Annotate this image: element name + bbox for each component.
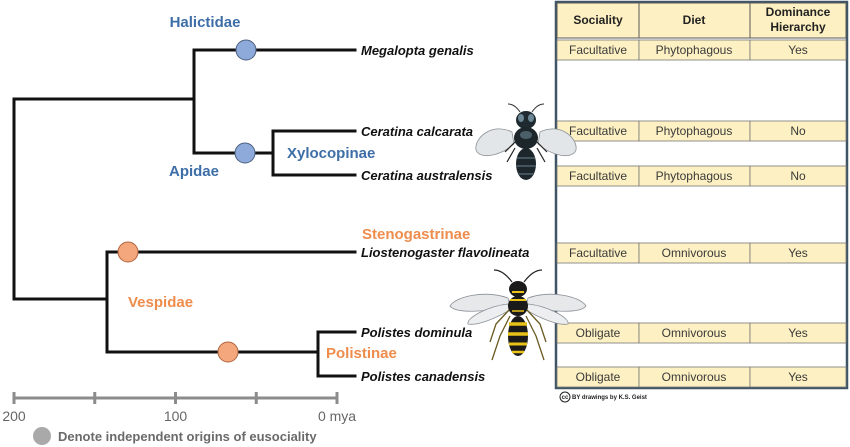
cell-sociality: Facultative	[569, 124, 627, 138]
wasp-drawing-icon	[449, 269, 587, 361]
clade-label-polistinae: Polistinae	[326, 345, 397, 362]
species-label: Ceratina australensis	[361, 168, 493, 183]
clade-label-stenogastrinae: Stenogastrinae	[362, 226, 470, 243]
time-axis-tick-label: 100	[164, 408, 188, 424]
legend-node-icon	[33, 427, 51, 445]
cell-dominance: No	[790, 169, 806, 183]
clade-label-vespidae: Vespidae	[128, 294, 193, 311]
clade-label-apidae: Apidae	[169, 163, 219, 180]
time-axis-tick-label: 0 mya	[318, 408, 356, 424]
cell-dominance: Yes	[788, 246, 808, 260]
header-dominance-line1: Dominance	[766, 5, 831, 19]
time-axis-ticks: 200 100 0 mya	[2, 392, 356, 424]
cell-sociality: Facultative	[569, 169, 627, 183]
species-label: Megalopta genalis	[361, 43, 474, 58]
legend: Denote independent origins of eusocialit…	[33, 427, 317, 445]
eusociality-origin-node-icon	[235, 39, 257, 61]
header-dominance-line2: Hierarchy	[770, 20, 826, 34]
eusociality-origin-node-icon	[117, 241, 139, 263]
eusociality-origin-node-icon	[217, 341, 239, 363]
species-label: Liostenogaster flavolineata	[361, 245, 529, 260]
header-diet: Diet	[683, 13, 706, 27]
cell-sociality: Obligate	[576, 326, 621, 340]
header-cell-dominance	[749, 2, 847, 39]
table-row: Obligate Omnivorous Yes	[556, 366, 847, 388]
cell-diet: Phytophagous	[656, 124, 733, 138]
table-row: Obligate Omnivorous Yes	[556, 322, 847, 344]
cell-diet: Omnivorous	[662, 246, 727, 260]
header-sociality: Sociality	[573, 13, 623, 27]
trait-table: Sociality Diet Dominance Hierarchy Facul…	[554, 0, 849, 390]
time-axis: 200 100 0 mya	[2, 392, 356, 424]
species-label: Polistes dominula	[361, 325, 472, 340]
header-cell-sociality	[556, 2, 640, 39]
time-axis-tick-label: 200	[2, 408, 26, 424]
table-row: Facultative Phytophagous Yes	[556, 39, 847, 61]
table-row: Facultative Phytophagous No	[556, 120, 847, 142]
bee-drawing-icon	[475, 103, 577, 180]
cell-diet: Phytophagous	[656, 169, 733, 183]
cell-sociality: Obligate	[576, 370, 621, 384]
cell-sociality: Facultative	[569, 43, 627, 57]
eusociality-origin-node-icon	[234, 142, 256, 164]
phylogenetic-tree	[12, 48, 357, 378]
cell-dominance: No	[790, 124, 806, 138]
cell-diet: Omnivorous	[662, 326, 727, 340]
cell-diet: Phytophagous	[656, 43, 733, 57]
legend-text: Denote independent origins of eusocialit…	[58, 429, 317, 444]
cell-dominance: Yes	[788, 326, 808, 340]
credit-text: BY drawings by K.S. Geist	[572, 395, 647, 401]
species-label: Ceratina calcarata	[361, 124, 473, 139]
table-row: Facultative Omnivorous Yes	[556, 242, 847, 264]
clade-label-halictidae: Halictidae	[170, 14, 241, 31]
cell-diet: Omnivorous	[662, 370, 727, 384]
creative-commons-icon	[559, 391, 571, 403]
cell-dominance: Yes	[788, 43, 808, 57]
cc-mark: cc	[562, 395, 569, 401]
cell-sociality: Facultative	[569, 246, 627, 260]
cell-dominance: Yes	[788, 370, 808, 384]
image-credit: cc BY drawings by K.S. Geist	[559, 391, 647, 403]
table-row: Facultative Phytophagous No	[556, 165, 847, 187]
clade-label-xylocopinae: Xylocopinae	[287, 145, 375, 162]
species-label: Polistes canadensis	[361, 369, 485, 384]
header-cell-diet	[638, 2, 751, 39]
